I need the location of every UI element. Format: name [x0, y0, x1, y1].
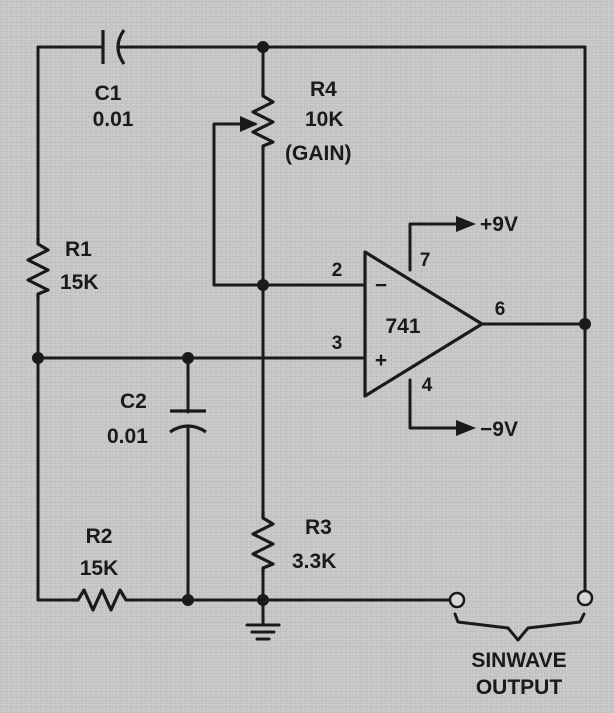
wire-vplus: [408, 222, 462, 272]
pin-7: 7: [420, 250, 431, 271]
supply-negative: −9V: [480, 418, 518, 441]
opamp-triangle: [363, 250, 484, 398]
resistor-r3: [251, 512, 275, 572]
opamp-part: 741: [385, 315, 420, 338]
r2-name: R2: [86, 525, 113, 548]
r1-name: R1: [65, 238, 92, 261]
wiper-arrow-icon: [240, 116, 258, 132]
opamp-minus: −: [375, 274, 387, 297]
capacitor-c2: [169, 409, 207, 434]
wire-vminus: [408, 378, 462, 430]
pin-2: 2: [332, 260, 343, 281]
pin-4: 4: [422, 375, 433, 396]
r3-name: R3: [305, 516, 332, 539]
c1-value: 0.01: [93, 108, 134, 131]
r4-note: (GAIN): [285, 142, 352, 165]
pin-6: 6: [495, 299, 506, 320]
r3-value: 3.3K: [292, 550, 336, 573]
opamp-plus: +: [375, 349, 387, 372]
junctions: [32, 41, 591, 606]
r4-value: 10K: [305, 108, 344, 131]
supply-positive: +9V: [480, 213, 518, 236]
output-label-line1: SINWAVE: [471, 649, 566, 672]
capacitor-c1: [101, 29, 126, 65]
resistor-r4-potentiometer: [251, 90, 275, 150]
c2-value: 0.01: [107, 425, 148, 448]
output-terminal-signal[interactable]: [576, 589, 594, 607]
resistor-r1: [26, 238, 50, 298]
ground-icon: [245, 616, 281, 641]
vminus-arrow-icon: [456, 420, 476, 436]
output-label-line2: OUTPUT: [476, 676, 563, 699]
wire-wiper-loop: [212, 122, 367, 287]
r1-value: 15K: [60, 271, 99, 294]
r2-value: 15K: [80, 557, 119, 580]
vplus-arrow-icon: [456, 216, 476, 232]
output-terminal-ground[interactable]: [448, 591, 466, 609]
resistor-r2: [72, 588, 128, 612]
wires: [36, 45, 587, 620]
output-brace: [453, 612, 586, 642]
c2-name: C2: [120, 390, 147, 413]
pin-3: 3: [332, 333, 343, 354]
c1-name: C1: [95, 82, 122, 105]
r4-name: R4: [310, 78, 337, 101]
